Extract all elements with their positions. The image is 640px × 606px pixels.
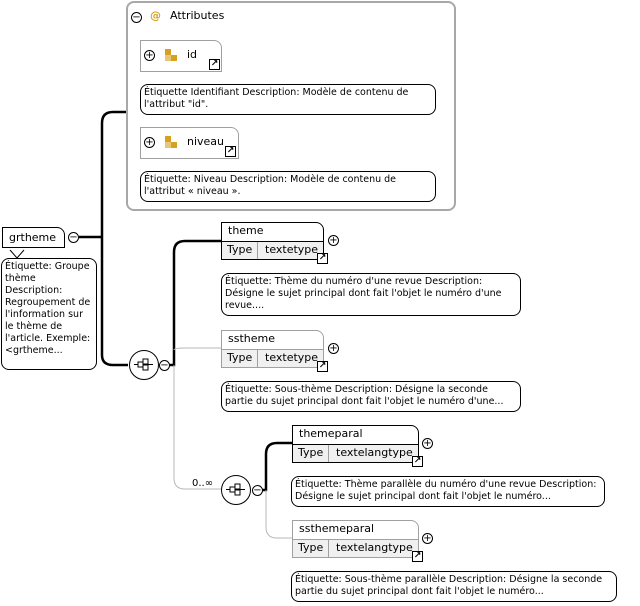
element-sstheme-type: textetype <box>265 351 319 364</box>
attributes-at-symbol: @ <box>150 9 161 22</box>
element-ssthemeparal-annotation: Étiquette: Sous-thème parallèle Descript… <box>291 571 617 602</box>
attribute-icon <box>165 49 177 61</box>
element-ssthemeparal-type: textelangtype <box>336 541 413 554</box>
attribute-id-name: id <box>187 48 198 61</box>
attribute-id[interactable]: + id ↗ <box>140 40 222 72</box>
type-label: Type <box>222 242 259 259</box>
element-sstheme-type-row: Type textetype <box>222 349 323 367</box>
type-label: Type <box>222 350 259 367</box>
type-label: Type <box>293 445 330 462</box>
sequence-occurrence: 0..∞ <box>192 478 214 489</box>
attribute-id-link-icon[interactable]: ↗ <box>209 59 220 70</box>
element-theme-type-row: Type textetype <box>222 241 323 259</box>
element-themeparal-type: textelangtype <box>336 446 413 459</box>
element-ssthemeparal-expand-icon[interactable]: + <box>422 533 433 544</box>
sequence-compositor-icon[interactable] <box>129 350 159 380</box>
element-ssthemeparal-link-icon[interactable]: ↗ <box>412 551 423 562</box>
element-theme-name: theme <box>228 224 264 237</box>
attribute-icon <box>165 136 177 148</box>
attribute-niveau[interactable]: + niveau ↗ <box>140 127 239 159</box>
element-theme-expand-icon[interactable]: + <box>328 235 339 246</box>
element-ssthemeparal-type-row: Type textelangtype <box>293 539 418 557</box>
element-theme[interactable]: theme Type textetype ↗ <box>221 222 328 264</box>
element-themeparal-expand-icon[interactable]: + <box>422 438 433 449</box>
element-sstheme-link-icon[interactable]: ↗ <box>317 361 328 372</box>
attribute-niveau-name: niveau <box>187 135 225 148</box>
element-themeparal-link-icon[interactable]: ↗ <box>412 456 423 467</box>
element-sstheme-expand-icon[interactable]: + <box>328 343 339 354</box>
root-element[interactable]: grtheme <box>2 227 65 248</box>
element-ssthemeparal[interactable]: ssthemeparal Type textelangtype ↗ <box>292 520 423 562</box>
element-themeparal-annotation: Étiquette: Thème parallèle du numéro d'u… <box>291 476 605 507</box>
attribute-niveau-annotation: Étiquette: Niveau Description: Modèle de… <box>140 171 436 202</box>
attributes-title: Attributes <box>170 9 225 22</box>
element-themeparal-type-row: Type textelangtype <box>293 444 418 462</box>
attribute-id-expand-icon[interactable]: + <box>144 50 155 61</box>
element-sstheme-annotation: Étiquette: Sous-thème Description: Désig… <box>221 381 521 412</box>
element-themeparal-name: themeparal <box>299 427 363 440</box>
element-sstheme-name: sstheme <box>228 332 275 345</box>
element-theme-annotation: Étiquette: Thème du numéro d'une revue D… <box>221 273 521 316</box>
type-label: Type <box>293 540 330 557</box>
element-theme-type: textetype <box>265 243 319 256</box>
sequence2-collapse-icon[interactable]: − <box>252 485 263 496</box>
element-themeparal[interactable]: themeparal Type textelangtype ↗ <box>292 425 423 467</box>
root-collapse-icon[interactable]: − <box>68 232 79 243</box>
root-annotation: Étiquette: Groupe thème Description: Reg… <box>1 258 97 370</box>
element-ssthemeparal-name: ssthemeparal <box>299 522 375 535</box>
root-element-name: grtheme <box>9 231 57 244</box>
attribute-niveau-link-icon[interactable]: ↗ <box>225 146 236 157</box>
attributes-collapse-icon[interactable]: − <box>131 12 142 23</box>
element-theme-link-icon[interactable]: ↗ <box>317 253 328 264</box>
sequence-collapse-icon[interactable]: − <box>159 360 170 371</box>
attribute-id-annotation: Étiquette Identifiant Description: Modèl… <box>140 84 436 115</box>
sequence-compositor-icon[interactable] <box>221 475 251 505</box>
element-sstheme[interactable]: sstheme Type textetype ↗ <box>221 330 328 372</box>
attribute-niveau-expand-icon[interactable]: + <box>144 137 155 148</box>
